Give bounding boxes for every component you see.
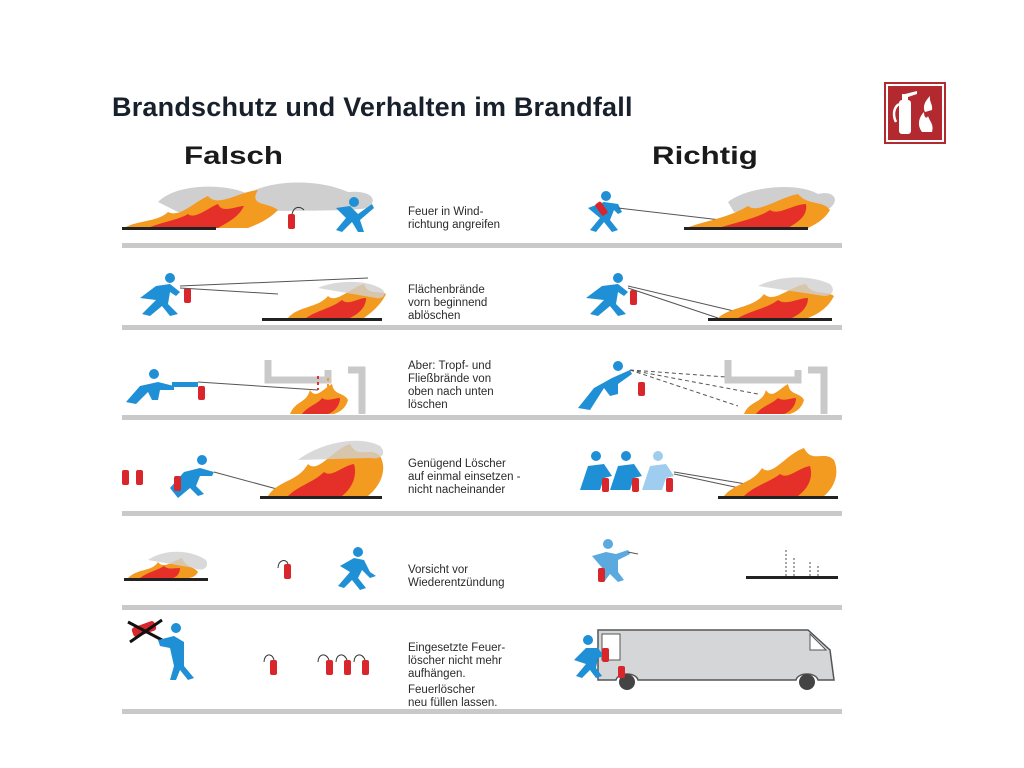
row-illustration: [127, 618, 835, 690]
row-illustration: [122, 440, 838, 499]
row-divider: [122, 511, 842, 516]
row-caption: Genügend Löscher auf einmal einsetzen - …: [408, 458, 521, 496]
slide-title: Brandschutz und Verhalten im Brandfall: [112, 92, 633, 122]
rule-row-reignition: Vorsicht vor Wiederentzündung: [118, 516, 842, 610]
person-loading-extinguisher-icon: [574, 648, 604, 678]
row-caption: Vorsicht vor Wiederentzündung: [408, 564, 505, 589]
rule-row-refill-extinguishers: Eingesetzte Feuer- löscher nicht mehr au…: [118, 610, 842, 714]
fire-extinguisher-sign-icon: [884, 82, 946, 144]
row-caption: Aber: Tropf- und Fließbrände von oben na…: [408, 360, 494, 411]
person-extinguishing-icon: [588, 202, 622, 232]
row-caption: Feuer in Wind- richtung angreifen: [408, 206, 501, 231]
person-extinguishing-icon: [170, 468, 214, 498]
row-divider: [122, 243, 842, 248]
extinguisher-icon: [288, 214, 295, 229]
rule-row-drip-fires: Aber: Tropf- und Fließbrände von oben na…: [118, 330, 842, 420]
cross-icon: [127, 618, 163, 644]
row-divider: [122, 415, 842, 420]
row-illustration: [124, 539, 838, 590]
person-watching-icon: [592, 550, 630, 582]
rule-row-multiple-extinguishers: Genügend Löscher auf einmal einsetzen - …: [118, 420, 842, 516]
person-walking-away-icon: [338, 558, 376, 590]
extinguisher-icon: [136, 470, 143, 485]
person-fleeing-icon: [336, 204, 374, 232]
row-divider: [122, 605, 842, 610]
rule-row-surface-fires: Flächenbrände vorn beginnend ablöschen: [118, 248, 842, 330]
row-illustration: [122, 182, 835, 232]
row-caption-secondary: Feuerlöscher neu füllen lassen.: [408, 684, 498, 709]
row-caption: Flächenbrände vorn beginnend ablöschen: [408, 284, 488, 322]
van-icon: [597, 629, 835, 681]
row-illustration: [140, 273, 834, 321]
person-hanging-extinguisher-icon: [158, 636, 194, 680]
extinguisher-icon: [122, 470, 129, 485]
extinguisher-icon: [284, 564, 291, 579]
person-extinguishing-icon: [140, 284, 180, 316]
row-divider: [122, 709, 842, 714]
person-extinguishing-icon: [610, 464, 642, 490]
flame-icon: [124, 190, 278, 228]
row-divider: [122, 325, 842, 330]
person-crouching-icon: [126, 382, 174, 404]
person-extinguishing-icon: [580, 464, 612, 490]
fire-fighting-poster: Falsch Richtig Feuer in Wind- richtung a…: [118, 140, 842, 714]
row-caption: Eingesetzte Feuer- löscher nicht mehr au…: [408, 642, 506, 680]
rule-row-wind-direction: Feuer in Wind- richtung angreifen: [118, 172, 842, 248]
row-illustration: [126, 360, 828, 414]
column-heading-right: Richtig: [652, 142, 758, 170]
column-heading-wrong: Falsch: [184, 142, 284, 170]
